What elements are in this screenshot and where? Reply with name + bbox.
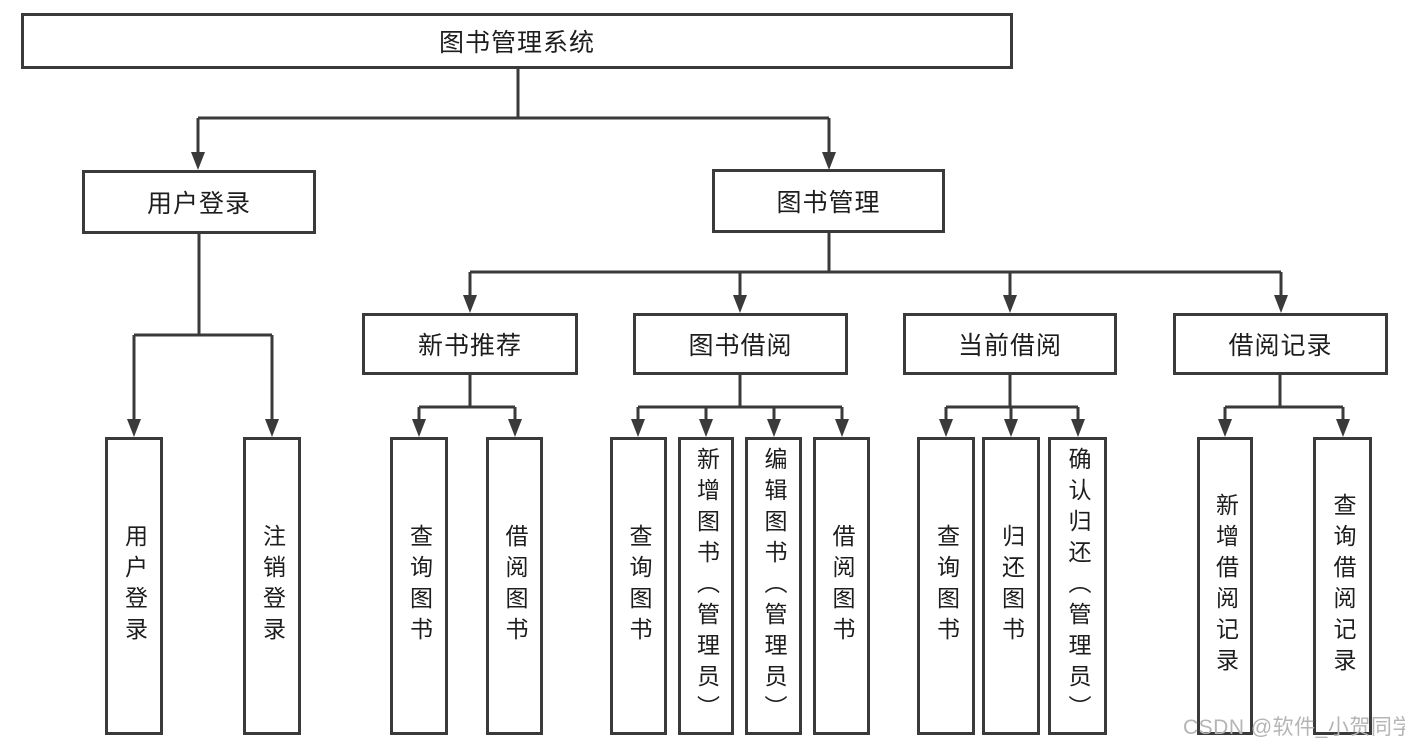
leaf-add-books-admin: 新增图书（管理员） [678, 437, 734, 735]
leaf-label: 借阅图书 [829, 524, 855, 648]
node-new-book-recommendation: 新书推荐 [362, 313, 578, 375]
leaf-borrow-books-recommend: 借阅图书 [486, 437, 543, 735]
node-user-login-branch: 用户登录 [82, 170, 316, 234]
leaf-edit-books-admin: 编辑图书（管理员） [745, 437, 802, 735]
node-current-borrowing: 当前借阅 [903, 313, 1117, 375]
leaf-query-borrow-record: 查询借阅记录 [1313, 437, 1372, 735]
leaf-logout: 注销登录 [243, 437, 301, 735]
leaf-label: 查询图书 [406, 524, 433, 648]
leaf-label: 查询图书 [933, 524, 960, 648]
leaf-add-borrow-record: 新增借阅记录 [1197, 437, 1253, 735]
node-book-borrowing: 图书借阅 [633, 313, 848, 375]
leaf-confirm-return-admin: 确认归还（管理员） [1048, 437, 1107, 735]
leaf-query-books-current: 查询图书 [917, 437, 975, 735]
leaf-label: 借阅图书 [502, 524, 528, 648]
leaf-label: 归还图书 [998, 524, 1025, 648]
leaf-label: 注销登录 [259, 524, 286, 648]
leaf-label: 新增图书（管理员） [693, 446, 720, 726]
node-library-management-system: 图书管理系统 [21, 13, 1013, 69]
leaf-query-books-borrowing: 查询图书 [610, 437, 667, 735]
leaf-label: 新增借阅记录 [1212, 493, 1239, 679]
leaf-label: 确认归还（管理员） [1065, 446, 1091, 726]
leaf-label: 编辑图书（管理员） [761, 446, 787, 726]
leaf-label: 查询图书 [626, 524, 652, 648]
leaf-user-login: 用户登录 [105, 437, 163, 735]
leaf-borrow-books: 借阅图书 [813, 437, 870, 735]
leaf-query-books-recommend: 查询图书 [390, 437, 448, 735]
leaf-label: 用户登录 [121, 524, 148, 648]
csdn-watermark: CSDN @软件_小贺同学 [1183, 716, 1405, 739]
leaf-label: 查询借阅记录 [1330, 493, 1356, 679]
leaf-return-books: 归还图书 [982, 437, 1040, 735]
node-borrowing-records: 借阅记录 [1173, 313, 1388, 375]
node-book-management-branch: 图书管理 [712, 169, 945, 233]
